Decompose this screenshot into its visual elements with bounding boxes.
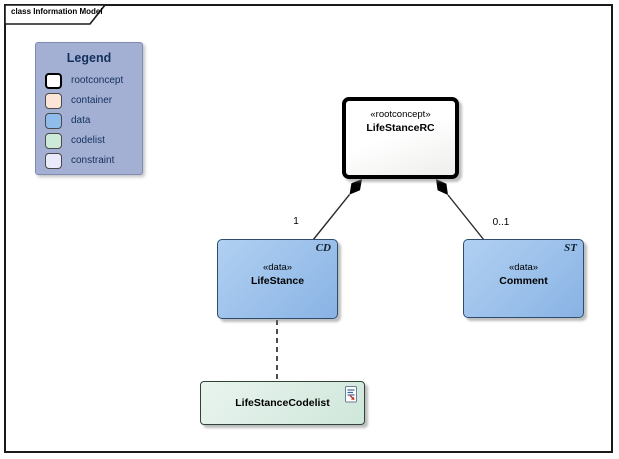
node-comment[interactable]: ST «data» Comment bbox=[463, 239, 584, 318]
datatype-tag: ST bbox=[564, 242, 577, 254]
legend-swatch-data bbox=[45, 112, 62, 129]
legend-item-data: data bbox=[45, 112, 90, 129]
diagram-tab bbox=[4, 4, 107, 25]
legend-item-label: constraint bbox=[71, 155, 115, 166]
legend-item-codelist: codelist bbox=[45, 132, 105, 149]
multiplicity-lifestance: 1 bbox=[293, 216, 299, 227]
node-lifestancerc[interactable]: «rootconcept» LifeStanceRC bbox=[342, 97, 459, 179]
legend-swatch-rootconcept bbox=[45, 72, 62, 89]
legend-swatch-codelist bbox=[45, 132, 62, 149]
node-name: LifeStanceRC bbox=[366, 122, 435, 134]
node-stereotype: «data» bbox=[508, 262, 539, 273]
node-lifestancecodelist[interactable]: LifeStanceCodelist bbox=[200, 381, 365, 425]
multiplicity-comment: 0..1 bbox=[492, 217, 510, 228]
document-link-icon bbox=[345, 386, 357, 403]
node-name: Comment bbox=[499, 275, 548, 287]
legend-item-constraint: constraint bbox=[45, 152, 114, 169]
node-name: LifeStanceCodelist bbox=[235, 397, 330, 409]
node-name: LifeStance bbox=[250, 275, 305, 287]
legend-item-rootconcept: rootconcept bbox=[45, 72, 123, 89]
legend-item-container: container bbox=[45, 92, 112, 109]
legend-swatch-constraint bbox=[45, 152, 62, 169]
legend-item-label: container bbox=[71, 95, 113, 106]
legend-item-label: data bbox=[71, 115, 91, 126]
legend-item-label: codelist bbox=[71, 135, 105, 146]
diagram-tab-label: class Information Model bbox=[11, 7, 103, 16]
datatype-tag: CD bbox=[315, 242, 331, 254]
legend-title: Legend bbox=[66, 51, 112, 65]
legend-swatch-container bbox=[45, 92, 62, 109]
legend-item-label: rootconcept bbox=[71, 75, 124, 86]
legend-panel: Legend rootconcept container data codeli… bbox=[35, 42, 143, 175]
node-stereotype: «data» bbox=[262, 262, 293, 273]
node-lifestance[interactable]: CD «data» LifeStance bbox=[217, 239, 338, 319]
node-stereotype: «rootconcept» bbox=[370, 109, 431, 120]
